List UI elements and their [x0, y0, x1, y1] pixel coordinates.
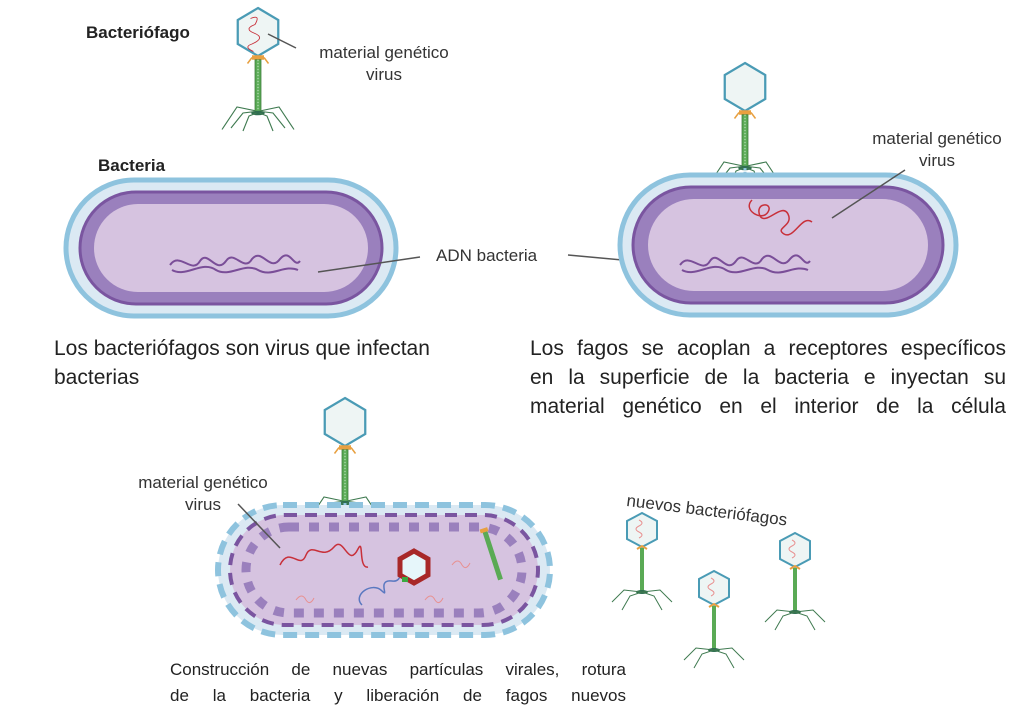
label-line: virus [366, 65, 402, 84]
caption-line: Los bacteriófagos son virus que infectan [54, 337, 430, 360]
label-line: virus [919, 151, 955, 170]
bacterial-dna [169, 254, 301, 274]
bacteria-title: Bacteria [98, 156, 166, 175]
label-line: material genético [319, 43, 449, 62]
assembling-tail [479, 527, 503, 581]
caption-line: bacterias [54, 366, 140, 389]
viral-dna [748, 199, 813, 236]
viral-genetic-material-label: material genético virus [124, 472, 282, 516]
viral-genetic-material-label: material genético virus [858, 128, 1016, 172]
bacterium-lysing [215, 502, 553, 638]
viral-genetic-material-label: material genético virus [306, 42, 462, 86]
label-line: material genético [872, 129, 1002, 148]
label-line: virus [185, 495, 221, 514]
bacterial-dna [679, 254, 811, 274]
caption-step2: Los fagos se acoplan a receptores especí… [530, 334, 1006, 421]
bacterium-infected [617, 172, 959, 318]
bacteriophage-illustration [220, 6, 296, 133]
label-leader-line [831, 169, 906, 219]
label-line: material genético [138, 473, 268, 492]
bacterium-intact [63, 177, 399, 319]
caption-line: material genético en el interior de la c… [530, 395, 1006, 418]
caption-line: Construcción de nuevas partículas virale… [170, 660, 626, 679]
caption-step3: Construcción de nuevas partículas virale… [170, 657, 626, 709]
caption-line: Los fagos se acoplan a receptores especí… [530, 337, 1006, 360]
new-phage [611, 512, 673, 611]
label-leader-line [267, 33, 297, 49]
caption-line: en la superficie de la bacteria e inyect… [530, 366, 1006, 389]
new-phage [764, 532, 826, 631]
assembling-capsid [397, 548, 431, 586]
viral-dna [279, 543, 369, 568]
caption-line: de la bacteria y liberación de fagos nue… [170, 686, 626, 705]
caption-step1: Los bacteriófagos son virus que infectan… [54, 334, 430, 392]
label-leader-line [237, 503, 281, 549]
label-leader-line [317, 256, 421, 273]
bacteriophage-title: Bacteriófago [86, 23, 190, 42]
bacterial-dna-label: ADN bacteria [436, 246, 538, 265]
new-phage [683, 570, 745, 669]
